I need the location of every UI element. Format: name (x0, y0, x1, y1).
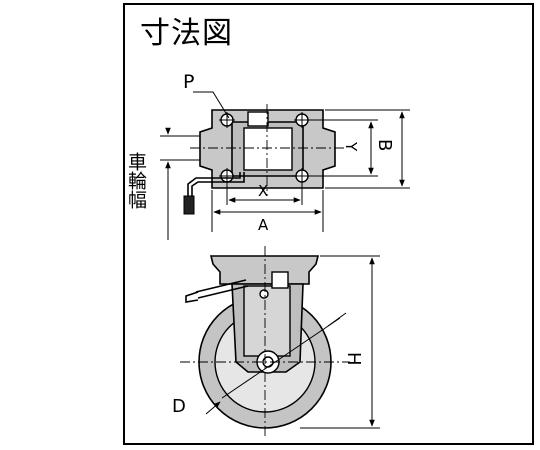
brake-pivot (259, 289, 269, 299)
brake-bracket (271, 271, 289, 289)
label-x: X (258, 182, 268, 200)
brake-lever (187, 172, 245, 200)
top-view (183, 104, 345, 215)
plate-top-latch (247, 111, 269, 127)
label-wheel-width: 車輪幅 (125, 152, 147, 209)
label-a: A (258, 216, 269, 234)
side-brake-lever (185, 279, 249, 303)
brake-lever-grip (183, 195, 195, 215)
drawing-title: 寸法図 (140, 16, 233, 51)
fork-inner (243, 285, 291, 357)
plate-centre-block (243, 127, 293, 171)
side-top-plate (209, 255, 320, 285)
label-y: Y (342, 141, 360, 152)
side-view (180, 246, 350, 438)
label-h: H (343, 352, 364, 366)
label-p: P (183, 71, 194, 93)
label-d: D (172, 396, 186, 417)
label-b: B (374, 139, 395, 151)
